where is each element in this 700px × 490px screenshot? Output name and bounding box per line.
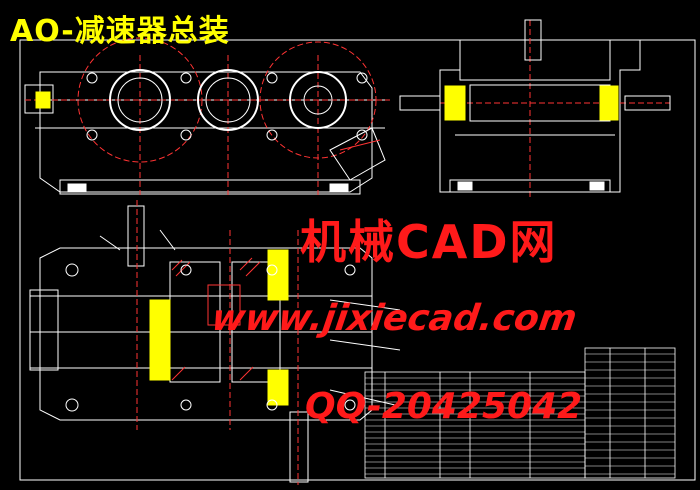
drawing-title: AO-减速器总装 [10, 14, 230, 49]
parts-list [364, 347, 676, 479]
bolt-icon [86, 72, 368, 141]
plan-view [29, 200, 401, 485]
gear-circle-icon [289, 71, 347, 129]
watermark-site: 机械CAD网 [300, 215, 558, 269]
gear-circle-icon [109, 69, 171, 131]
side-view [399, 19, 671, 200]
drawing-frame [19, 39, 696, 481]
parts-list-rows [365, 353, 675, 475]
gear-circle-icon [197, 69, 259, 131]
watermark-qq: QQ-20425042 [305, 386, 583, 427]
bolt-icon [65, 263, 356, 412]
front-view [24, 37, 390, 195]
watermark-url: www.jixiecad.com [209, 298, 580, 339]
